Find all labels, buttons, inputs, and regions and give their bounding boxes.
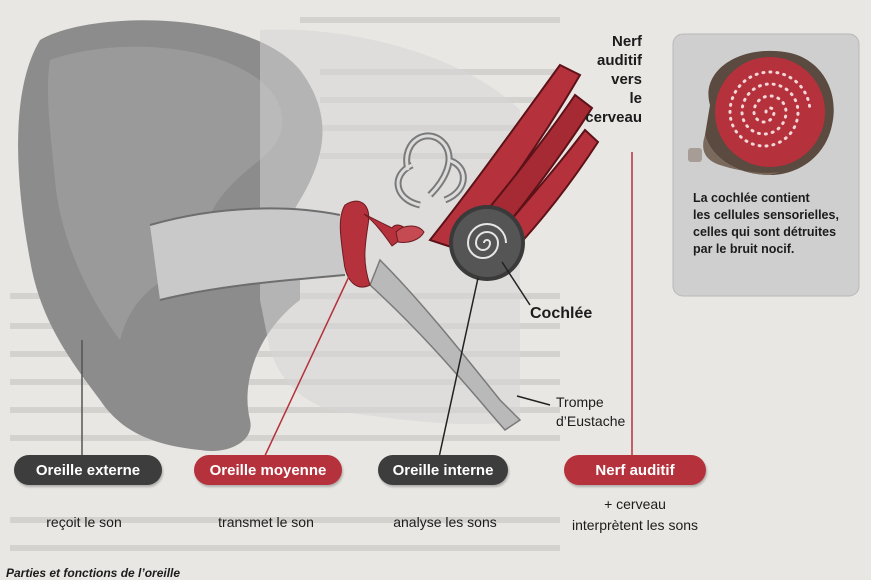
nerve-label-line: auditif [560, 51, 642, 70]
cochlea-label: Cochlée [530, 305, 592, 323]
eustachian-label-line: d’Eustache [556, 412, 625, 431]
nerve-label: Nerf auditif vers le cerveau [560, 32, 642, 127]
pill-outer-ear: Oreille externe [14, 455, 162, 485]
function-auditory-nerve: + cerveau interprètent les sons [540, 494, 730, 536]
pill-inner-ear: Oreille interne [378, 455, 508, 485]
pill-auditory-nerve: Nerf auditif [564, 455, 706, 485]
nerve-label-line: Nerf [560, 32, 642, 51]
function-inner-ear: analyse les sons [380, 514, 510, 530]
figure-caption: Parties et fonctions de l’oreille [6, 566, 180, 580]
callout-line: les cellules sensorielles, [693, 207, 853, 224]
nerve-label-line: le [560, 89, 642, 108]
pill-middle-ear: Oreille moyenne [194, 455, 342, 485]
eustachian-label-line: Trompe [556, 393, 625, 412]
callout-line: La cochlée contient [693, 190, 853, 207]
nerve-label-line: vers [560, 70, 642, 89]
callout-line: par le bruit nocif. [693, 241, 853, 258]
eustachian-label: Trompe d’Eustache [556, 393, 625, 431]
cochlea-callout-illustration [703, 51, 834, 175]
nerve-label-line: cerveau [560, 108, 642, 127]
function-middle-ear: transmet le son [196, 514, 336, 530]
callout-text: La cochlée contient les cellules sensori… [693, 190, 853, 258]
function-outer-ear: reçoit le son [24, 514, 144, 530]
function-line: + cerveau [540, 494, 730, 515]
callout-pointer [688, 148, 702, 162]
cochlea [449, 205, 525, 281]
callout-line: celles qui sont détruites [693, 224, 853, 241]
function-line: interprètent les sons [540, 515, 730, 536]
